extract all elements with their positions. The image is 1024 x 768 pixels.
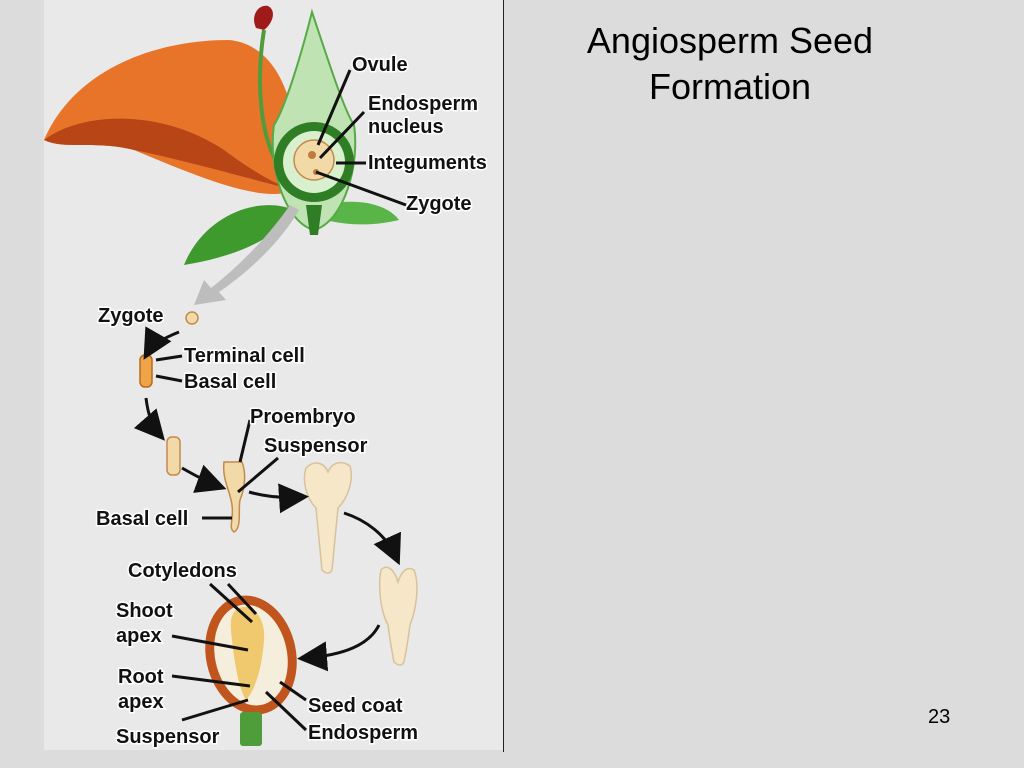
two-cell-stage [139,354,153,388]
leader-lines-upper [315,69,407,207]
label-seed-coat: Seed coat [308,695,403,717]
seed-stalk [240,712,262,746]
mature-seed [205,595,297,746]
zygote-cell [185,311,199,325]
ovule-stalk [306,205,322,235]
label-endosperm-nucleus-2: nucleus [368,116,444,138]
label-root-apex-1: Root [118,666,164,688]
seed-embryo [230,606,265,700]
vertical-divider [503,0,504,752]
label-endosperm-nucleus-1: Endosperm [368,93,478,115]
leader-lines-lower [155,354,308,732]
flower-illustration [44,5,399,305]
embryo-stages [139,311,418,746]
slide-title-line-2: Formation [648,66,812,107]
green-sepal [184,205,294,265]
figure-panel: Ovule Endosperm nucleus Integuments Zygo… [44,0,504,750]
slide-title-line-1: Angiosperm Seed [586,20,874,61]
endosperm-nucleus-dot [308,151,316,159]
flower-petal [44,40,297,195]
transition-arrow [194,205,299,305]
embryo-sac [293,139,335,181]
seed-formation-diagram: Ovule Endosperm nucleus Integuments Zygo… [44,5,488,750]
heart-stage-embryo [303,461,352,574]
label-basal-cell-2: Basal cell [96,508,188,530]
label-proembryo: Proembryo [250,406,356,428]
proembryo-stage [222,461,246,533]
label-basal-cell-1: Basal cell [184,371,276,393]
label-shoot-apex-2: apex [116,625,162,647]
label-shoot-apex-1: Shoot [116,600,173,622]
label-zygote: Zygote [98,305,164,327]
three-cell-stage [166,436,181,476]
label-root-apex-2: apex [118,691,164,713]
flower-petal-shadow [44,118,294,190]
stigma [254,5,273,30]
slide-title: Angiosperm Seed Formation [540,18,920,110]
page-number: 23 [928,706,951,728]
label-suspensor-bottom: Suspensor [116,726,220,748]
label-terminal-cell: Terminal cell [184,345,305,367]
label-ovule: Ovule [352,54,408,76]
label-integuments: Integuments [368,152,487,174]
label-cotyledons: Cotyledons [128,560,237,582]
label-endosperm: Endosperm [308,722,418,744]
torpedo-stage-embryo [378,566,418,666]
label-zygote-top: Zygote [406,193,472,215]
label-suspensor: Suspensor [264,435,368,457]
sequence-arrows [133,326,401,672]
